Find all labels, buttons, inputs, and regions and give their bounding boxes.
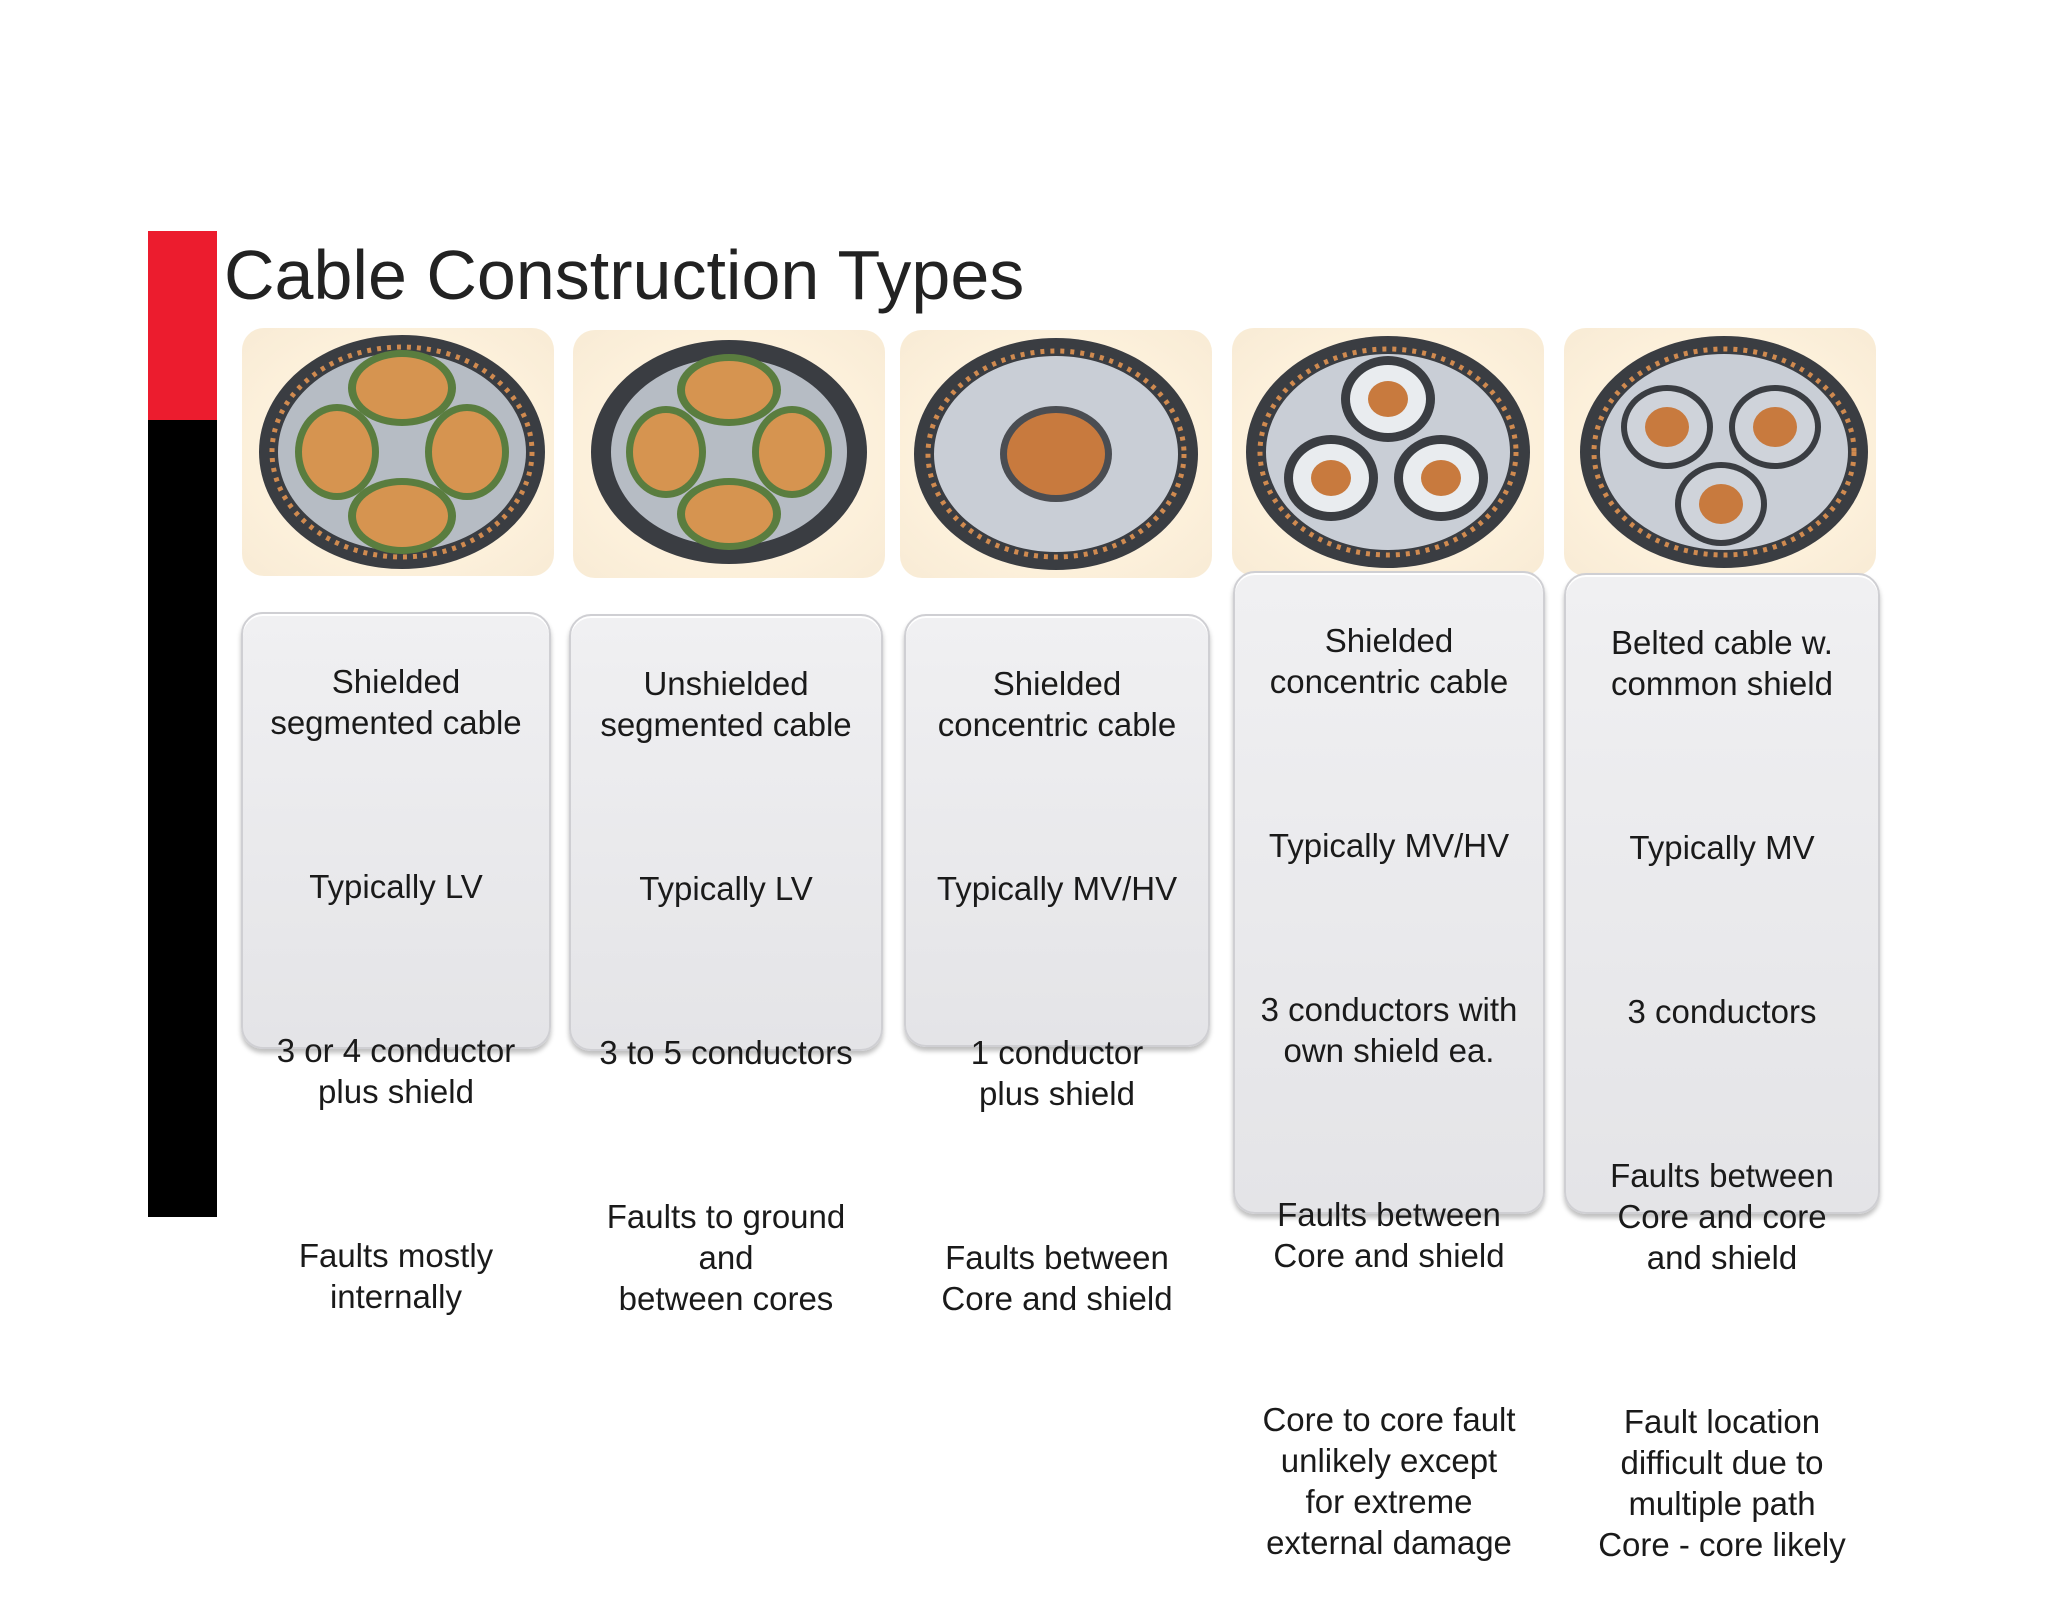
cable-image-2 (573, 330, 885, 578)
cable-voltage: Typically MV (1629, 829, 1815, 866)
cable-name: Shielded segmented cable (270, 663, 522, 741)
cable-conductors: 3 or 4 conductor plus shield (276, 1032, 516, 1110)
cable-card-2: Unshielded segmented cable Typically LV … (569, 614, 883, 1317)
cable-name: Belted cable w. common shield (1611, 624, 1833, 702)
cable-notes: Core to core fault unlikely except for e… (1262, 1401, 1516, 1561)
cable-image-3 (900, 330, 1212, 578)
four-segment-unshielded-cable-icon (591, 340, 867, 564)
cable-voltage: Typically LV (639, 870, 813, 907)
four-segment-shielded-cable-icon (259, 335, 545, 569)
cable-card-1: Shielded segmented cable Typically LV 3 … (241, 612, 551, 1315)
cable-faults: Faults to ground and between cores (606, 1198, 846, 1317)
cable-image-5 (1564, 328, 1876, 576)
three-core-individually-shielded-cable-icon (1246, 336, 1530, 568)
slide-title: Cable Construction Types (224, 236, 1025, 314)
three-core-belted-cable-icon (1580, 336, 1868, 568)
cable-card-3: Shielded concentric cable Typically MV/H… (904, 614, 1210, 1317)
cable-name: Shielded concentric cable (1269, 622, 1509, 700)
cable-name: Unshielded segmented cable (600, 665, 852, 743)
cable-conductors: 3 conductors (1627, 993, 1817, 1030)
cable-conductors: 1 conductor plus shield (970, 1034, 1144, 1112)
cable-faults: Faults between Core and core and shield (1610, 1157, 1834, 1276)
cable-card-5: Belted cable w. common shield Typically … (1564, 573, 1880, 1563)
cable-faults: Faults between Core and shield (1273, 1196, 1505, 1274)
cable-conductors: 3 conductors with own shield ea. (1260, 991, 1518, 1069)
cable-notes: Fault location difficult due to multiple… (1598, 1403, 1846, 1563)
cable-voltage: Typically MV/HV (936, 870, 1178, 907)
cable-conductors: 3 to 5 conductors (599, 1034, 853, 1071)
cable-faults: Faults between Core and shield (941, 1239, 1173, 1317)
accent-bar-red (148, 231, 217, 420)
cable-voltage: Typically MV/HV (1268, 827, 1510, 864)
cable-card-4: Shielded concentric cable Typically MV/H… (1233, 571, 1545, 1561)
cable-name: Shielded concentric cable (937, 665, 1177, 743)
cable-voltage: Typically LV (309, 868, 483, 905)
accent-bar-black (148, 420, 217, 1217)
cable-image-1 (242, 328, 554, 576)
cable-image-4 (1232, 328, 1544, 576)
cable-faults: Faults mostly internally (298, 1237, 494, 1315)
single-core-concentric-cable-icon (914, 338, 1198, 570)
